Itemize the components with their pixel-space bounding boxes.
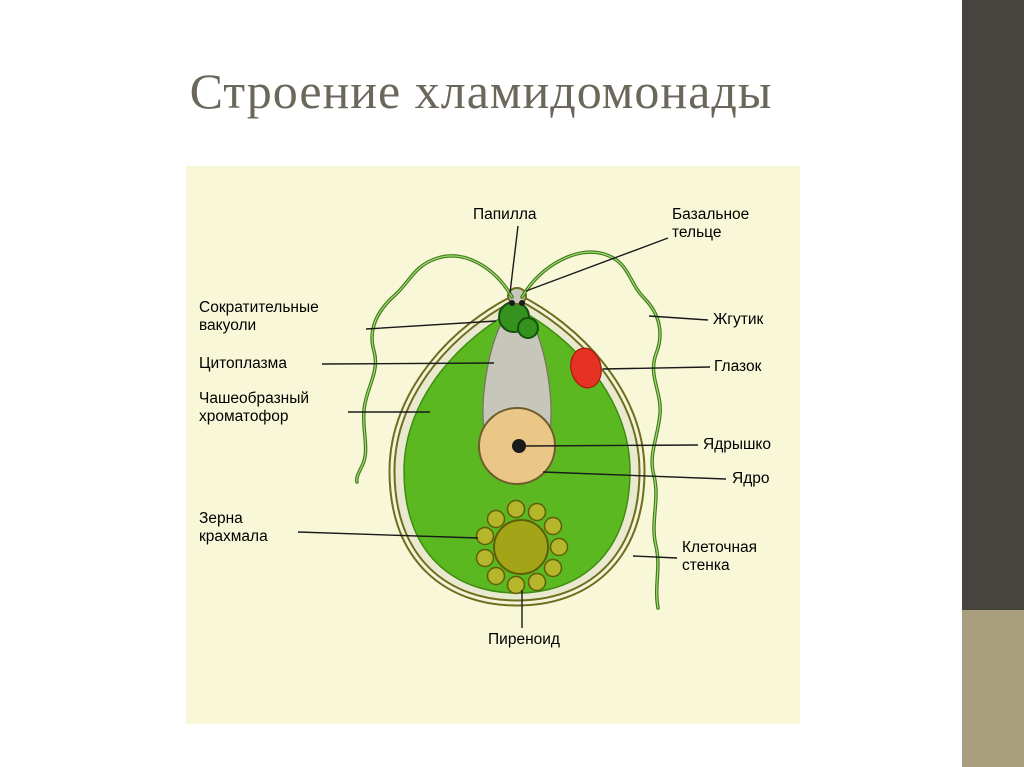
label-nucleus: Ядро	[732, 470, 770, 487]
leader-nucleolus	[525, 444, 699, 447]
label-starch-grains: Зерна крахмала	[199, 510, 268, 545]
starch-grain	[506, 499, 526, 519]
contractile-vacuole-2	[517, 317, 539, 339]
label-flagellum: Жгутик	[713, 311, 764, 328]
starch-grain	[527, 502, 547, 522]
right-sidebar	[962, 0, 1024, 767]
starch-grain	[486, 566, 506, 586]
flagellum-right-highlight	[521, 251, 661, 609]
diagram-panel: Папилла Базальное тельце Сократительные …	[186, 166, 800, 724]
leader-eyespot	[602, 366, 711, 370]
label-chromatophore: Чашеобразный хроматофор	[199, 390, 310, 425]
leader-flagellum	[648, 315, 709, 321]
starch-grain	[549, 537, 569, 557]
starch-grain	[475, 526, 495, 546]
papilla-shape	[507, 287, 527, 305]
leader-starch-grains	[297, 531, 479, 539]
sidebar-accent-band	[962, 610, 1024, 767]
starch-grain	[527, 572, 547, 592]
contractile-vacuoles-group	[498, 301, 539, 339]
starch-grain	[475, 548, 495, 568]
starch-grains-group	[475, 499, 569, 595]
starch-grain	[486, 509, 506, 529]
leader-contractile-vacuoles	[365, 320, 497, 330]
leader-basal-body	[525, 237, 669, 292]
label-eyespot: Глазок	[714, 358, 762, 375]
label-papilla: Папилла	[473, 206, 537, 223]
label-basal-body: Базальное тельце	[672, 206, 750, 241]
label-cytoplasm: Цитоплазма	[199, 355, 287, 372]
sidebar-dark-band	[962, 0, 1024, 610]
basal-body-dot	[509, 300, 515, 306]
cell-wall-gap	[390, 295, 644, 605]
slide-title: Строение хламидомонады	[189, 63, 773, 119]
label-nucleolus: Ядрышко	[703, 436, 772, 453]
leader-cytoplasm	[321, 362, 495, 365]
cell-diagram-svg	[297, 225, 727, 628]
starch-grain	[506, 575, 526, 595]
leader-cell-wall	[632, 555, 678, 559]
leader-lines	[297, 225, 727, 628]
nucleolus-dot	[512, 439, 526, 453]
starch-grain	[543, 558, 563, 578]
leader-nucleus	[542, 471, 727, 480]
leader-papilla	[509, 225, 519, 294]
eyespot-shape	[570, 347, 602, 389]
flagellum-left-highlight	[356, 255, 513, 483]
basal-body-dot	[519, 300, 525, 306]
pyrenoid-shape	[493, 519, 549, 575]
label-pyrenoid: Пиреноид	[488, 631, 560, 648]
label-cell-wall: Клеточная стенка	[682, 539, 758, 574]
flagella-highlight-group	[356, 251, 661, 609]
label-contractile-vacuoles: Сократительные вакуоли	[199, 299, 319, 334]
starch-grain	[543, 516, 563, 536]
